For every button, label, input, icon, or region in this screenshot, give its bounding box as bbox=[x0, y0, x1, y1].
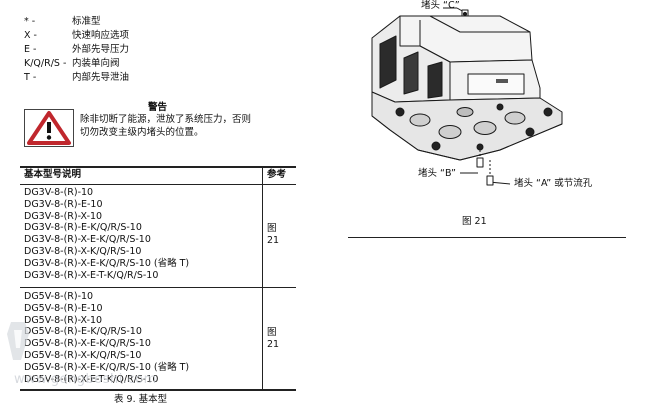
ref-label: 图 bbox=[267, 327, 277, 338]
model-row: DG3V-8-(R)-E-K/Q/R/S-10 bbox=[24, 222, 142, 234]
model-row: DG5V-8-(R)-X-E-T-K/Q/R/S-10 bbox=[24, 373, 159, 385]
watermark-text: www.gongboshi.com bbox=[14, 372, 157, 387]
model-row: DG5V-8-(R)-X-E-K/Q/R/S-10 bbox=[24, 338, 151, 350]
model-row: DG5V-8-(R)-10 bbox=[24, 291, 94, 302]
model-row: DG3V-8-(R)-X-K/Q/R/S-10 bbox=[24, 245, 142, 257]
table-group-rule bbox=[20, 287, 296, 288]
legend-code: E - bbox=[24, 44, 37, 55]
model-row: DG5V-8-(R)-X-E-K/Q/R/S-10 (省略 T) bbox=[24, 361, 190, 373]
legend-code: X - bbox=[24, 30, 37, 41]
legend-desc: 标准型 bbox=[72, 16, 101, 27]
figure-rule bbox=[348, 237, 626, 238]
warning-triangle-icon bbox=[27, 111, 71, 145]
model-row: DG5V-8-(R)-X-10 bbox=[24, 314, 103, 326]
table-bottom-rule bbox=[20, 389, 296, 391]
legend-desc: 外部先导压力 bbox=[72, 44, 130, 55]
ref-number: 21 bbox=[267, 339, 280, 350]
plug-a-label: 堵头 “A” 或节流孔 bbox=[514, 178, 593, 189]
table-header-ref: 参考 bbox=[267, 169, 287, 180]
model-row: DG3V-8-(R)-X-E-T-K/Q/R/S-10 bbox=[24, 269, 159, 281]
warning-icon-box bbox=[24, 109, 74, 147]
table-ref-dg3v: 图 21 bbox=[267, 223, 279, 247]
warning-title: 警告 bbox=[148, 102, 168, 113]
legend-code: K/Q/R/S - bbox=[24, 58, 67, 69]
warning-text: 除非切断了能源，泄放了系统压力，否则切勿改变主级内堵头的位置。 bbox=[80, 114, 252, 138]
plug-c-label: 堵头 “C” bbox=[421, 0, 460, 11]
table-caption: 表 9. 基本型 bbox=[114, 394, 168, 405]
legend-desc: 快速响应选项 bbox=[72, 30, 130, 41]
watermark-logo-icon bbox=[7, 322, 29, 360]
model-row: DG3V-8-(R)-10 bbox=[24, 187, 94, 198]
model-row: DG3V-8-(R)-E-10 bbox=[24, 198, 103, 210]
table-group-dg5v: DG5V-8-(R)-10 DG5V-8-(R)-E-10 DG5V-8-(R)… bbox=[24, 291, 189, 385]
table-header-model: 基本型号说明 bbox=[24, 169, 82, 180]
table-group-dg3v: DG3V-8-(R)-10 DG3V-8-(R)-E-10 DG3V-8-(R)… bbox=[24, 187, 189, 281]
table-header-rule bbox=[20, 184, 296, 185]
valve-drawing bbox=[371, 7, 563, 186]
model-row: DG5V-8-(R)-E-10 bbox=[24, 302, 103, 314]
figure-caption: 图 21 bbox=[462, 216, 487, 227]
ref-label: 图 bbox=[267, 223, 277, 234]
model-row: DG5V-8-(R)-X-K/Q/R/S-10 bbox=[24, 349, 142, 361]
table-ref-dg5v: 图 21 bbox=[267, 327, 279, 351]
model-row: DG3V-8-(R)-X-E-K/Q/R/S-10 (省略 T) bbox=[24, 257, 190, 269]
table-top-rule bbox=[20, 166, 296, 168]
model-row: DG3V-8-(R)-X-E-K/Q/R/S-10 bbox=[24, 234, 151, 246]
legend-desc: 内部先导泄油 bbox=[72, 72, 130, 83]
legend-desc: 内装单向阀 bbox=[72, 58, 120, 69]
table-column-divider bbox=[262, 167, 263, 390]
legend-code: T - bbox=[24, 72, 37, 83]
plug-b-label: 堵头 “B” bbox=[418, 168, 456, 179]
legend-code: * - bbox=[24, 16, 36, 27]
model-row: DG3V-8-(R)-X-10 bbox=[24, 210, 103, 222]
model-row: DG5V-8-(R)-E-K/Q/R/S-10 bbox=[24, 326, 142, 338]
ref-number: 21 bbox=[267, 235, 280, 246]
